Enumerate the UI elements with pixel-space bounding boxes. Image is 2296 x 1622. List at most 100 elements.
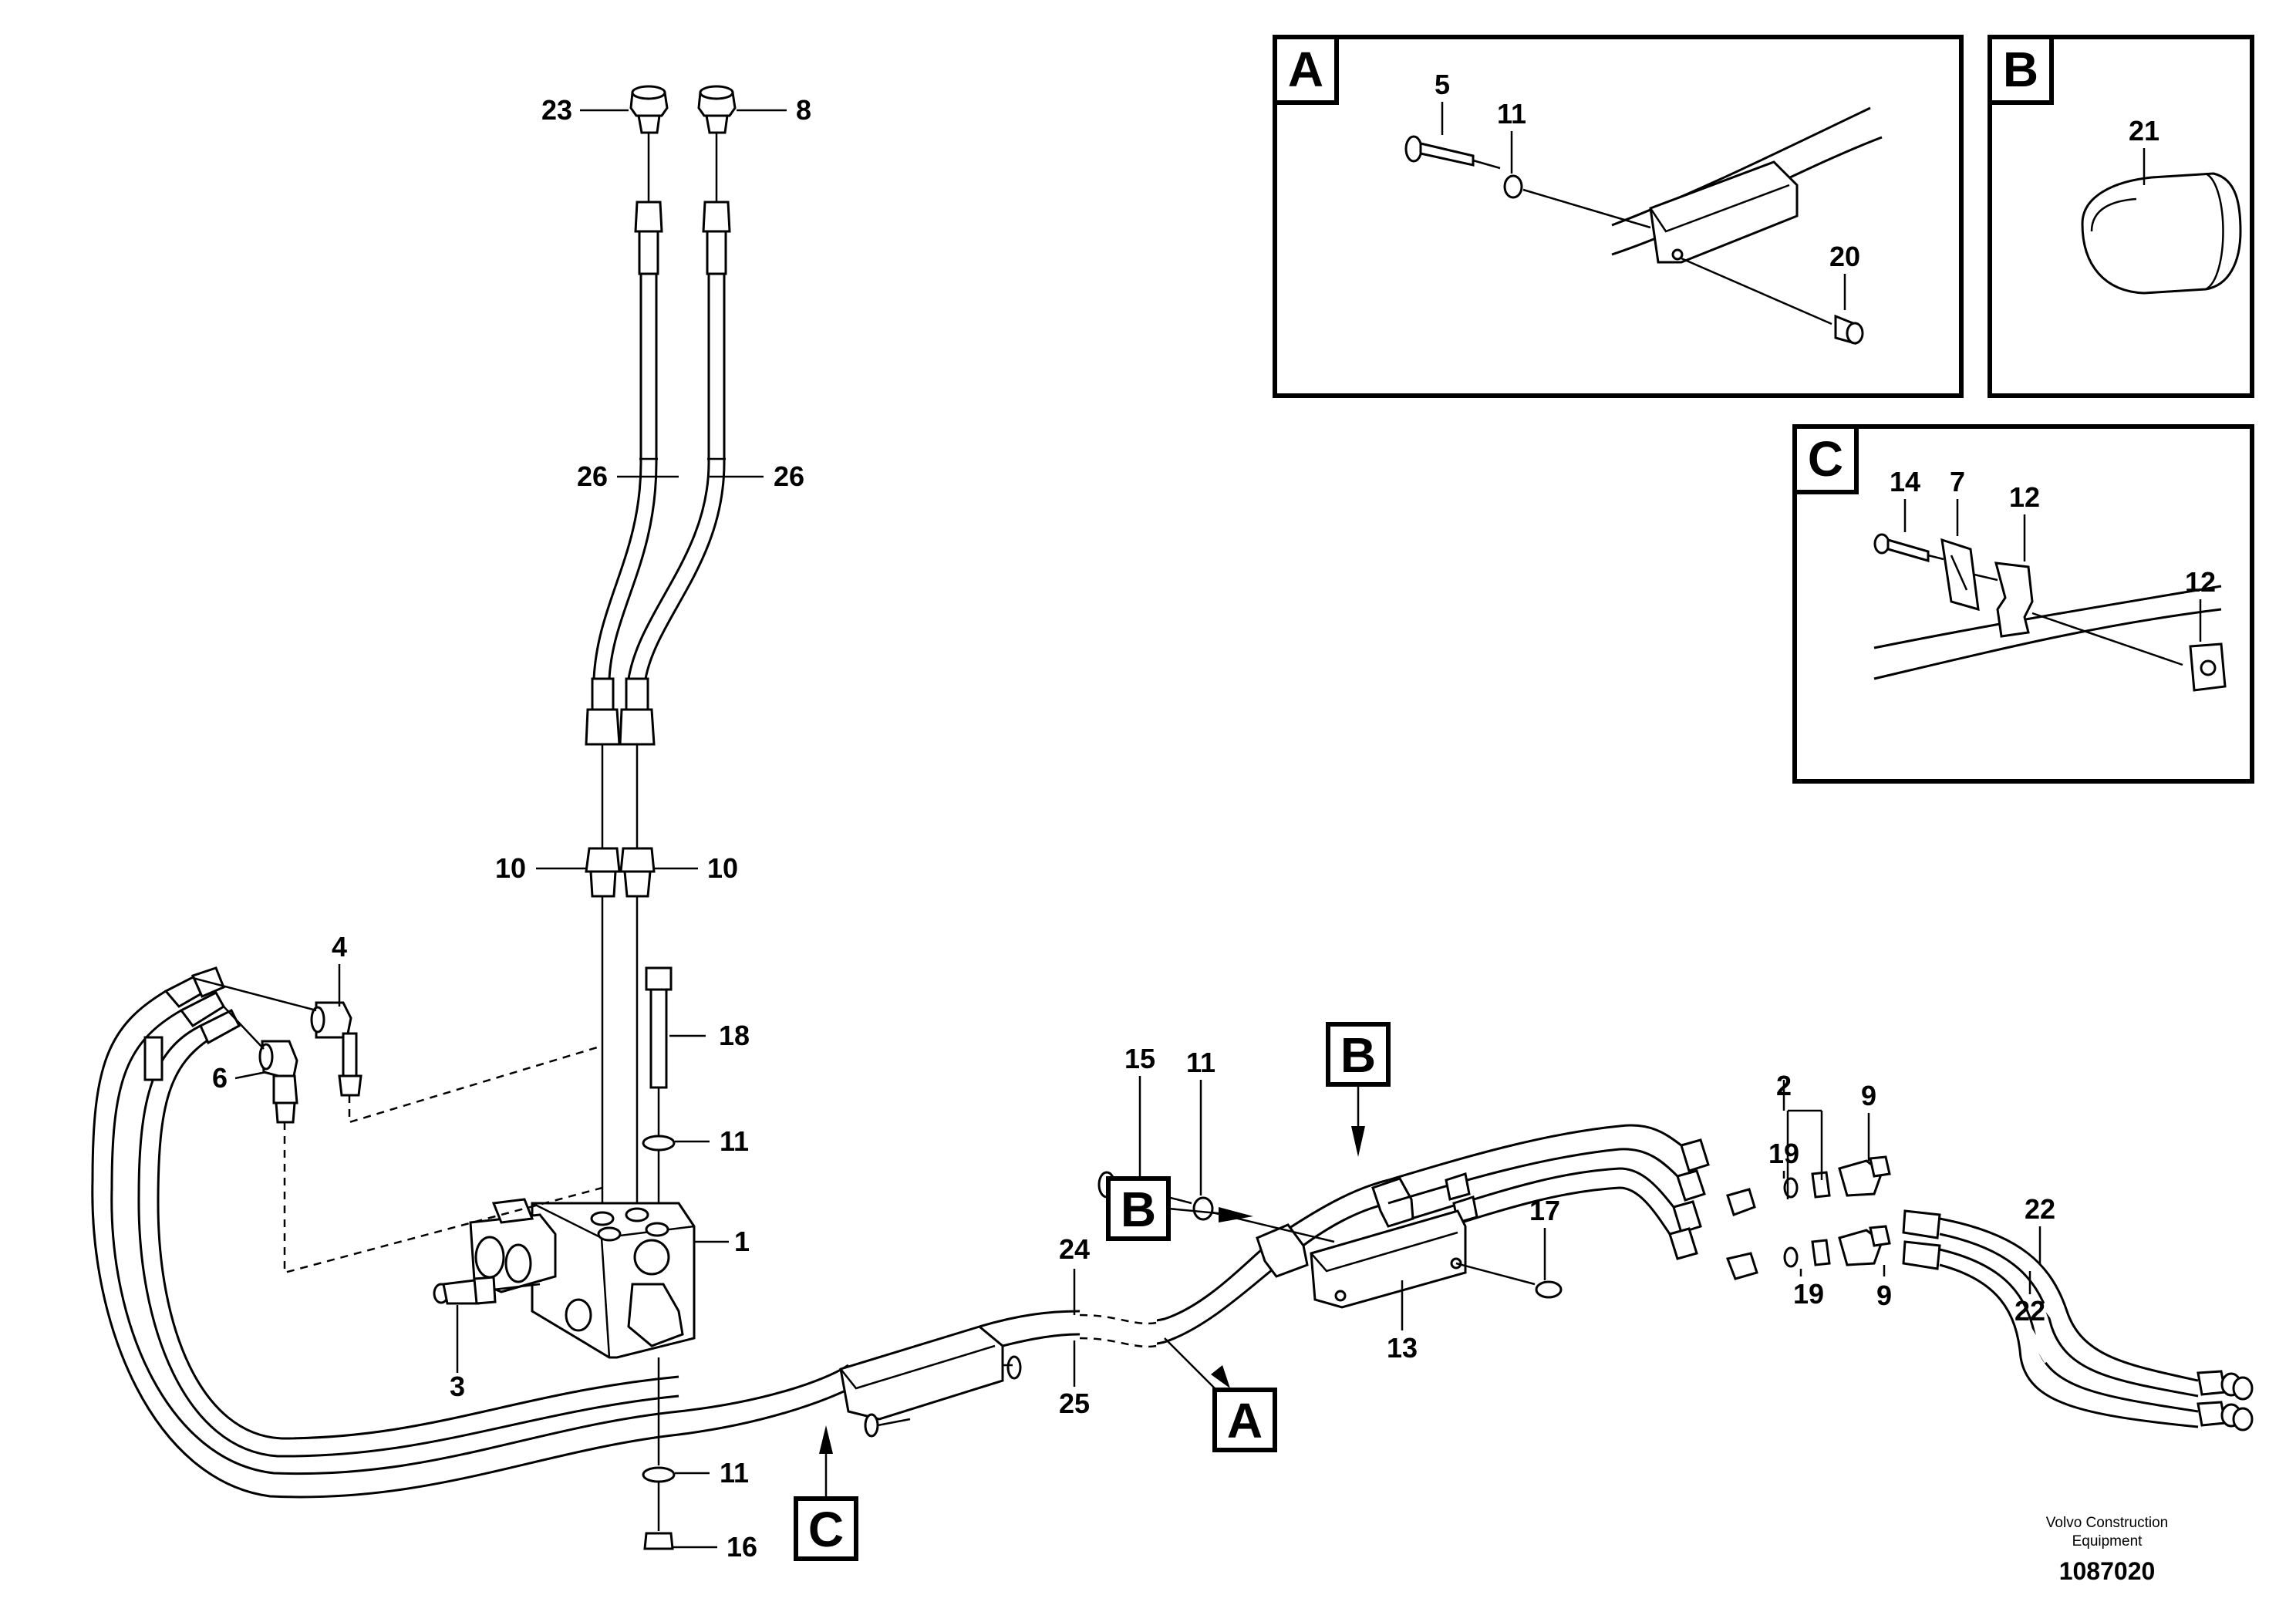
inset-a: A 5 11 20 xyxy=(1273,35,1964,398)
credit-line-1: Volvo Construction xyxy=(2046,1515,2168,1531)
label-11-inset: 11 xyxy=(1497,98,1526,130)
label-14: 14 xyxy=(1890,466,1920,497)
label-9-lower: 9 xyxy=(1876,1280,1892,1311)
label-24: 24 xyxy=(1059,1233,1090,1265)
label-25: 25 xyxy=(1059,1388,1090,1419)
elbow-9-upper xyxy=(1838,1159,1883,1197)
inset-a-clamp xyxy=(1649,160,1799,264)
bolt-18-head xyxy=(645,966,673,991)
label-21: 21 xyxy=(2129,115,2159,147)
label-26-right: 26 xyxy=(774,460,804,492)
svg-text:C: C xyxy=(808,1502,844,1557)
label-12-upper: 12 xyxy=(2009,481,2040,513)
hose-22-upper xyxy=(1939,1217,2199,1382)
inset-c-letter-box xyxy=(1792,424,1859,494)
label-18: 18 xyxy=(719,1020,750,1051)
fitting-4 xyxy=(310,1001,362,1097)
washer-17 xyxy=(1535,1280,1563,1299)
fitting-19-lower xyxy=(1725,1252,1758,1280)
hose-26-lower-fitting-right xyxy=(625,677,649,711)
washer-11-upper xyxy=(642,1135,676,1152)
inset-a-clamp-edge xyxy=(1649,184,1790,233)
svg-text:B: B xyxy=(1340,1027,1376,1083)
valve-block-1 xyxy=(469,1198,696,1359)
inset-a-hose-1 xyxy=(1611,106,1871,227)
fitting-3 xyxy=(433,1276,541,1305)
nut-16 xyxy=(643,1532,674,1550)
label-20: 20 xyxy=(1829,241,1860,272)
fitting-19-upper xyxy=(1726,1188,1756,1216)
label-7: 7 xyxy=(1950,466,1965,497)
label-19-upper: 19 xyxy=(1768,1138,1799,1169)
hose-26-right xyxy=(627,274,726,679)
main-labels: 23 8 26 26 10 10 4 6 18 11 1 3 11 xyxy=(212,94,2055,1563)
label-23: 23 xyxy=(541,94,572,126)
label-1: 1 xyxy=(734,1226,750,1257)
inset-c: C 14 7 12 12 xyxy=(1792,424,2254,784)
inset-a-letter-box xyxy=(1273,35,1339,105)
label-10-left: 10 xyxy=(495,852,526,884)
main-hose-loop xyxy=(91,966,2254,1499)
inset-b-letter: B xyxy=(2003,42,2038,97)
inset-a-clamp-hole xyxy=(1671,248,1684,261)
label-26-left: 26 xyxy=(577,460,608,492)
hose-22-lower xyxy=(1939,1248,2199,1413)
fitting-23 xyxy=(629,85,669,134)
label-4: 4 xyxy=(332,931,347,963)
inset-b: B 21 xyxy=(1988,35,2254,398)
callout-a: A xyxy=(1164,1337,1277,1452)
inset-b-letter-box xyxy=(1988,35,2054,105)
svg-text:B: B xyxy=(1121,1182,1156,1237)
label-22-upper: 22 xyxy=(2025,1193,2055,1225)
label-11-lower: 11 xyxy=(720,1457,749,1489)
inset-a-bolt-shank xyxy=(1419,142,1475,167)
hose-26-upper-fitting-right xyxy=(702,201,731,233)
washer-11-right xyxy=(1192,1196,1214,1221)
callout-b-left: B xyxy=(1106,1176,1253,1241)
bracket-13 xyxy=(1310,1209,1467,1309)
hose-26-lower-fitting-left xyxy=(591,677,615,711)
adapter-10-right xyxy=(619,847,656,873)
bolt-18-shank xyxy=(649,988,668,1089)
washer-19-lower xyxy=(1783,1246,1799,1268)
fitting-8 xyxy=(697,85,737,134)
inset-c-hose-2 xyxy=(1873,585,2222,649)
inset-c-hose-1 xyxy=(1873,608,2222,680)
sleeve-b-1 xyxy=(1256,1223,1309,1278)
label-12-lower: 12 xyxy=(2185,566,2216,598)
publisher-credit: Volvo Construction Equipment 1087020 xyxy=(2046,1515,2168,1585)
svg-text:A: A xyxy=(1227,1393,1263,1448)
inset-a-letter: A xyxy=(1288,42,1323,97)
washer-19-upper xyxy=(1783,1177,1799,1199)
hose-26-left xyxy=(592,274,658,679)
inset-a-washer xyxy=(1503,174,1523,199)
hose-26-upper-fitting-left xyxy=(634,201,663,233)
label-13: 13 xyxy=(1387,1332,1418,1364)
inset-c-bolt xyxy=(1886,538,1930,562)
document-number: 1087020 xyxy=(2059,1557,2156,1585)
dash-line-4 xyxy=(348,1044,603,1124)
elbow-9-lower xyxy=(1838,1229,1883,1266)
label-22-lower: 22 xyxy=(2014,1295,2045,1327)
washer-11-lower xyxy=(642,1466,676,1483)
label-11-right: 11 xyxy=(1186,1047,1215,1078)
inset-c-letter: C xyxy=(1808,431,1843,487)
callout-b-top: B xyxy=(1326,1022,1391,1157)
label-5: 5 xyxy=(1435,69,1450,100)
fitting-6 xyxy=(258,1040,298,1124)
label-17: 17 xyxy=(1529,1195,1560,1226)
label-9-upper: 9 xyxy=(1861,1080,1876,1111)
label-19-lower: 19 xyxy=(1793,1278,1824,1310)
label-16: 16 xyxy=(727,1531,757,1563)
label-11-upper: 11 xyxy=(720,1125,749,1157)
inset-c-clamp-1 xyxy=(1994,561,2034,638)
hose-sleeve-21 xyxy=(2081,172,2242,295)
label-15: 15 xyxy=(1124,1043,1155,1074)
credit-line-2: Equipment xyxy=(2072,1533,2143,1549)
label-6: 6 xyxy=(212,1062,228,1094)
callout-c: C xyxy=(794,1425,858,1561)
clamp-c xyxy=(839,1325,1004,1421)
label-8: 8 xyxy=(796,94,811,126)
cartridge xyxy=(627,1283,684,1347)
